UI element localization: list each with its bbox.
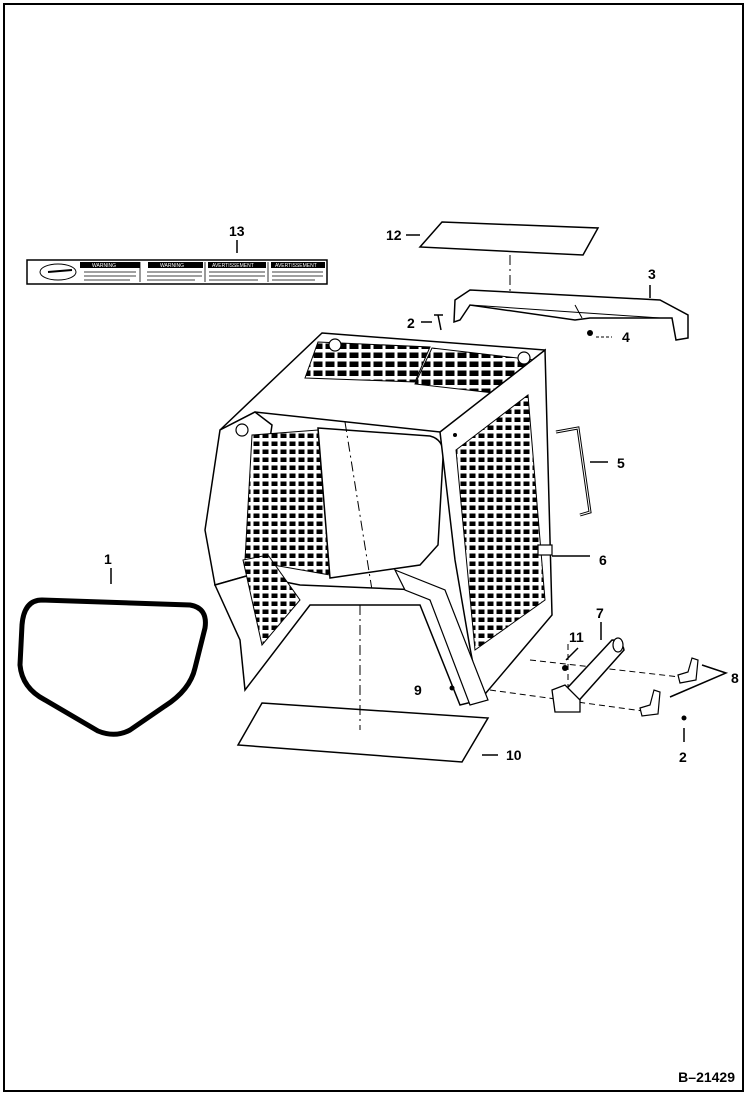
part-9-fastener (449, 685, 455, 691)
part-12-top-pad (418, 221, 600, 256)
part-4-nut (587, 330, 593, 336)
callout-2-lower: 2 (679, 749, 687, 765)
callout-4: 4 (622, 329, 630, 345)
part-cab-frame (204, 332, 553, 706)
part-5-grab-handle (555, 426, 592, 517)
part-3-bracket (453, 289, 689, 341)
part-2-bolt-upper (434, 314, 443, 331)
decal-warning-4: AVERTISSEMENT (275, 263, 317, 269)
callout-12: 12 (386, 227, 402, 243)
callout-7: 7 (596, 605, 604, 621)
decal-warning-1: WARNING (92, 263, 116, 269)
part-2-bolt-lower (681, 715, 687, 721)
callout-2-upper: 2 (407, 315, 415, 331)
figure-id: B–21429 (678, 1069, 735, 1085)
part-11-bracket (551, 665, 581, 713)
leader-8 (669, 664, 729, 698)
decal-pictogram-icon (39, 263, 77, 281)
part-10-floor-pad (236, 702, 490, 763)
page-border (3, 3, 744, 1092)
part-6-clip (537, 544, 553, 556)
callout-13: 13 (229, 223, 245, 239)
callout-3: 3 (648, 266, 656, 282)
part-8-brackets (639, 657, 699, 717)
callout-8: 8 (731, 670, 739, 686)
decal-warning-3: AVERTISSEMENT (212, 263, 254, 269)
callout-9: 9 (414, 682, 422, 698)
leader-11 (565, 647, 579, 661)
callout-6: 6 (599, 552, 607, 568)
part-1-seal (17, 597, 208, 737)
callout-5: 5 (617, 455, 625, 471)
callout-10: 10 (506, 747, 522, 763)
part-13-decal: WARNING WARNING AVERTISSEMENT AVERTISSEM… (26, 259, 328, 285)
callout-1: 1 (104, 551, 112, 567)
decal-warning-2: WARNING (160, 263, 184, 269)
callout-11: 11 (569, 629, 584, 645)
